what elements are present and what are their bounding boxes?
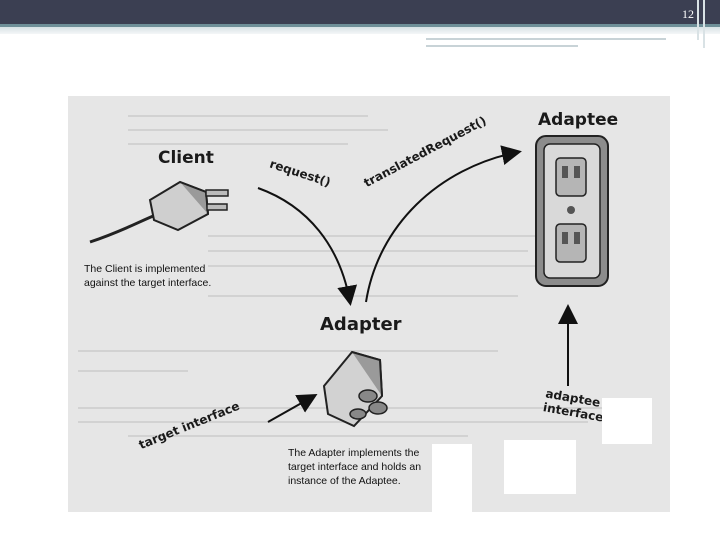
request-arrow bbox=[257, 187, 358, 306]
adapter-plug-illustration bbox=[322, 350, 388, 428]
adapter-caption-line: The Adapter implements the bbox=[288, 447, 420, 459]
header-vrule-2 bbox=[703, 0, 705, 48]
client-caption-line: against the target interface. bbox=[84, 277, 212, 289]
translated-request-arrow bbox=[365, 145, 522, 303]
scan-whiteout-2 bbox=[432, 444, 472, 512]
client-caption-line: The Client is implemented bbox=[84, 263, 206, 275]
figure-artwork bbox=[78, 115, 628, 437]
slide-number: 12 bbox=[682, 7, 694, 21]
adaptee-title: Adaptee bbox=[538, 110, 619, 130]
scan-whiteout-3 bbox=[504, 440, 576, 494]
adapter-caption: The Adapter implements the target interf… bbox=[288, 446, 421, 488]
slide-header-bar bbox=[0, 0, 720, 24]
client-caption: The Client is implemented against the ta… bbox=[84, 262, 211, 290]
adapter-pattern-figure: Client The Client is implemented against… bbox=[68, 96, 670, 512]
slide-header-accent bbox=[0, 24, 720, 34]
adapter-caption-line: instance of the Adaptee. bbox=[288, 475, 401, 487]
header-vrule-1 bbox=[697, 0, 699, 40]
header-rule-2 bbox=[426, 45, 578, 47]
client-title: Client bbox=[158, 148, 214, 168]
scan-whiteout-1 bbox=[602, 398, 652, 444]
adapter-caption-line: target interface and holds an bbox=[288, 461, 422, 473]
adaptee-outlet-illustration bbox=[535, 135, 609, 287]
target-interface-arrow bbox=[267, 394, 318, 423]
header-rule-1 bbox=[426, 38, 666, 40]
client-plug-illustration bbox=[89, 180, 229, 244]
adapter-title: Adapter bbox=[320, 314, 402, 335]
faint-background-text bbox=[78, 115, 628, 437]
